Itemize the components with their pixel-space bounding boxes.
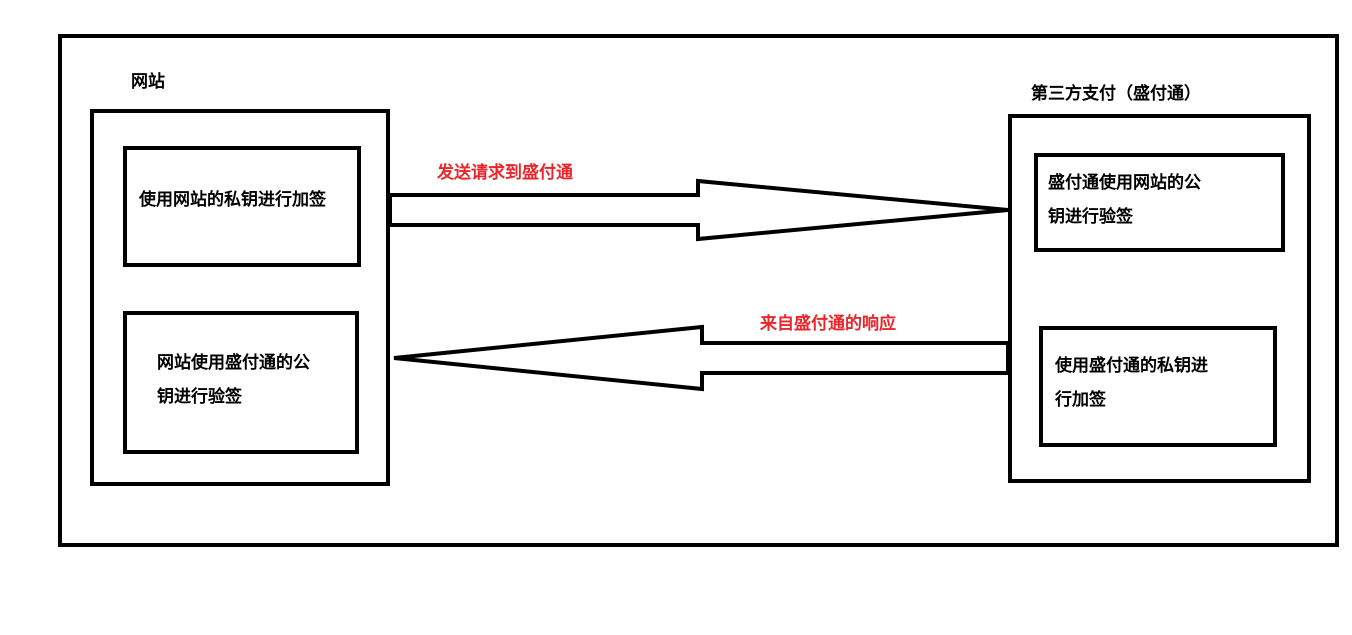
website-sign-text: 使用网站的私钥进行加签 [139, 190, 326, 210]
payment-sign-box: 使用盛付通的私钥进 行加签 [1039, 326, 1277, 447]
website-sign-box: 使用网站的私钥进行加签 [123, 146, 361, 267]
outer-frame [58, 34, 1339, 547]
payment-title: 第三方支付（盛付通） [1031, 84, 1201, 104]
website-verify-text-line1: 网站使用盛付通的公 [157, 353, 310, 373]
request-arrow [388, 178, 1009, 242]
payment-sign-text-line2: 行加签 [1055, 390, 1106, 410]
website-verify-box: 网站使用盛付通的公 钥进行验签 [123, 311, 359, 454]
payment-container [1008, 114, 1311, 483]
response-arrow-label: 来自盛付通的响应 [760, 314, 896, 334]
payment-verify-box: 盛付通使用网站的公 钥进行验签 [1034, 153, 1285, 252]
payment-sign-text-line1: 使用盛付通的私钥进 [1055, 356, 1208, 376]
response-arrow [393, 324, 1010, 392]
website-verify-text-line2: 钥进行验签 [157, 387, 242, 407]
website-title: 网站 [131, 72, 165, 92]
website-container [90, 109, 390, 486]
payment-verify-text-line2: 钥进行验签 [1048, 207, 1133, 227]
request-arrow-label: 发送请求到盛付通 [437, 163, 573, 183]
payment-verify-text-line1: 盛付通使用网站的公 [1048, 173, 1201, 193]
